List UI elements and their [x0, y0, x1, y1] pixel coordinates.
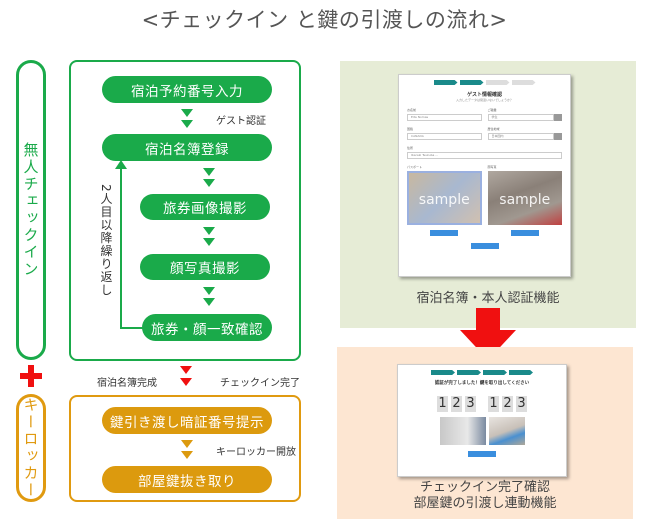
progress-step — [511, 80, 536, 85]
field-label: お名前 — [407, 108, 417, 112]
passport-image: sample — [407, 171, 482, 225]
pin-digit: 3 — [516, 396, 527, 412]
progress-step — [485, 80, 510, 85]
sample-watermark: sample — [418, 192, 470, 208]
plus-icon — [20, 365, 42, 387]
flow-step-guest-registry: 宿泊名簿登録 — [102, 134, 272, 161]
photo-label: パスポート — [407, 165, 423, 169]
down-arrow-icon — [181, 120, 193, 128]
down-arrow-icon — [203, 238, 215, 246]
guest-info-screenshot: ゲスト情報確認 入力したデータは間違いないでしょうか？ お名前 Eita Nom… — [398, 74, 571, 277]
caption-line-2: 部屋鍵の引渡し連動機能 — [413, 496, 557, 511]
checkin-complete-note: チェックイン完了 — [220, 378, 300, 389]
key-handover-caption: チェックイン完了確認 部屋鍵の引渡し連動機能 — [337, 480, 633, 512]
field-label: ご職業 — [487, 108, 497, 112]
room-key-photo — [488, 417, 525, 445]
progress-steps — [398, 370, 566, 375]
up-arrow-icon — [115, 160, 127, 169]
retake-passport-button[interactable] — [430, 230, 459, 236]
locker-open-note: キーロッカー開放 — [216, 447, 296, 458]
pin-digit: 3 — [465, 396, 476, 412]
checkin-flow-box — [69, 60, 301, 361]
nationality-field[interactable]: CANADA — [407, 133, 482, 140]
photo-label: 顔写真 — [487, 165, 497, 169]
pin-digit: 2 — [502, 396, 513, 412]
screen-subtitle: 入力したデータは間違いないでしょうか？ — [456, 98, 513, 102]
repeat-note: 2人目以降繰り返し — [99, 184, 113, 297]
address-field[interactable]: Ibaraki Tsukuba ... — [407, 152, 562, 159]
sample-watermark: sample — [499, 191, 551, 208]
occupation-select[interactable]: 学生 — [487, 114, 554, 121]
red-down-arrow-icon — [180, 366, 192, 374]
repeat-loop-line-horizontal — [120, 327, 144, 329]
flow-step-passport-photo: 旅券画像撮影 — [140, 194, 270, 220]
down-arrow-icon — [203, 227, 215, 235]
key-locker-label: キーロッカー — [16, 394, 46, 502]
pin-digit: 2 — [451, 396, 462, 412]
progress-step — [433, 80, 458, 85]
down-arrow-icon — [203, 179, 215, 187]
key-locker-flow-box — [69, 395, 301, 502]
big-down-arrow-shape — [460, 308, 516, 360]
caption-line-1: チェックイン完了確認 — [419, 480, 550, 495]
pin-digit: 1 — [488, 396, 499, 412]
residence-select[interactable]: 日本国内 — [487, 133, 554, 140]
guest-auth-note: ゲスト認証 — [216, 116, 266, 127]
flow-step-reservation-input: 宿泊予約番号入力 — [102, 76, 272, 103]
flow-step-take-room-key: 部屋鍵抜き取り — [102, 466, 272, 493]
screen-title: 認証が完了しました！鍵を取り出してください — [434, 381, 530, 386]
big-down-arrow-icon — [460, 308, 516, 360]
field-label: 国籍 — [407, 127, 414, 131]
page-title: <チェックイン と鍵の引渡しの流れ> — [141, 8, 508, 32]
progress-step — [459, 80, 484, 85]
unmanned-checkin-label: 無人チェックイン — [16, 60, 46, 360]
registry-complete-note: 宿泊名簿完成 — [97, 378, 157, 389]
screen-title: ゲスト情報確認 — [466, 92, 502, 98]
down-arrow-icon — [181, 451, 193, 459]
down-arrow-icon — [203, 168, 215, 176]
progress-step — [457, 370, 481, 375]
down-arrow-icon — [181, 109, 193, 117]
chevron-down-icon[interactable] — [554, 114, 562, 121]
key-locker-text: キーロッカー — [21, 397, 40, 499]
unmanned-checkin-text: 無人チェックイン — [21, 142, 40, 278]
progress-steps — [399, 80, 570, 85]
pin-code-display: 1 2 3 1 2 3 — [398, 396, 566, 412]
progress-step — [431, 370, 455, 375]
field-label: 居住地域 — [487, 127, 500, 131]
key-locker-photo — [439, 417, 486, 445]
retake-face-button[interactable] — [510, 230, 539, 236]
flow-step-passport-face-match: 旅券・顔一致確認 — [142, 314, 272, 341]
name-field[interactable]: Eita Nomas — [407, 114, 482, 121]
ok-button[interactable] — [468, 451, 496, 457]
guest-registry-caption: 宿泊名簿・本人認証機能 — [416, 291, 560, 306]
pin-digit: 1 — [437, 396, 448, 412]
progress-step — [509, 370, 533, 375]
field-label: 住所 — [407, 146, 414, 150]
flow-step-key-pin-display: 鍵引き渡し暗証番号提示 — [102, 407, 272, 434]
confirm-button[interactable] — [470, 243, 499, 249]
progress-step — [483, 370, 507, 375]
down-arrow-icon — [203, 287, 215, 295]
flow-step-face-photo: 顔写真撮影 — [140, 254, 270, 280]
down-arrow-icon — [181, 440, 193, 448]
repeat-loop-line — [120, 164, 122, 328]
chevron-down-icon[interactable] — [554, 133, 562, 140]
red-down-arrow-icon — [180, 378, 192, 386]
checkin-complete-screenshot: 認証が完了しました！鍵を取り出してください 1 2 3 1 2 3 — [397, 364, 567, 477]
down-arrow-icon — [203, 298, 215, 306]
face-image: sample — [487, 171, 562, 225]
